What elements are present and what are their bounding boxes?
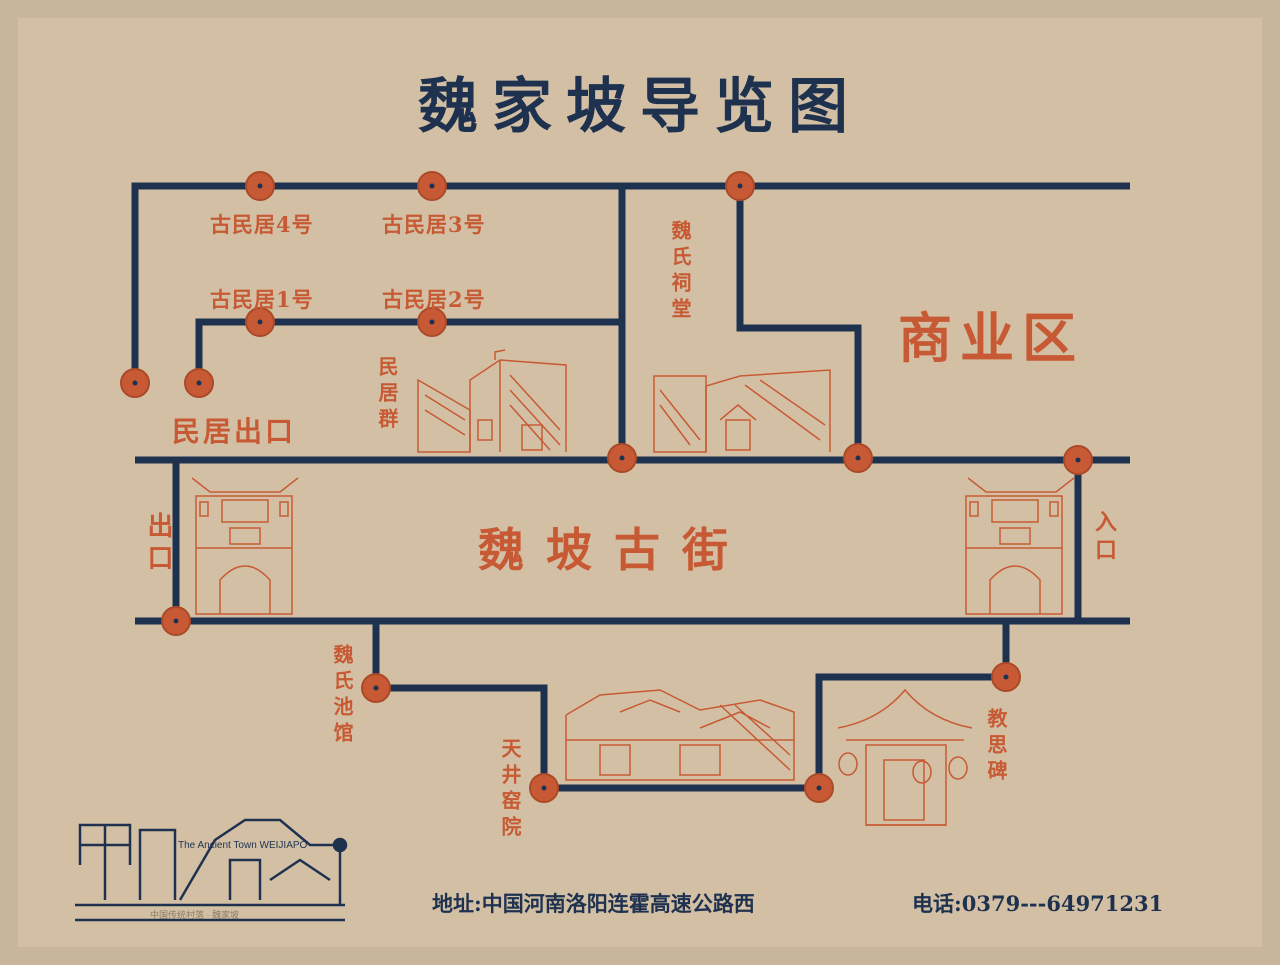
label-residence-exit: 民居出口 xyxy=(172,415,297,448)
label-exit: 出口 xyxy=(143,512,173,576)
road-inner xyxy=(195,318,622,383)
road-south-loop xyxy=(372,621,1010,792)
logo-artwork xyxy=(75,818,348,922)
label-commercial-zone: 商业区 xyxy=(898,306,1084,370)
label-house3: 古民居3号 xyxy=(382,212,486,237)
stele-pavilion-illustration xyxy=(837,688,973,826)
page-title: 魏家坡导览图 xyxy=(418,72,862,142)
label-house1: 古民居1号 xyxy=(210,287,314,312)
label-ancestral-hall: 魏氏祠堂 xyxy=(668,220,692,324)
phone-text: 电话:0379---64971231 xyxy=(912,891,1164,916)
ancestral-hall-illustration xyxy=(653,369,831,453)
cave-courtyard-illustration xyxy=(565,689,795,781)
road-top xyxy=(131,182,1130,383)
label-cave-courtyard: 天井窑院 xyxy=(498,738,522,842)
address-text: 地址:中国河南洛阳连霍高速公路西 xyxy=(432,891,755,916)
east-gate-illustration xyxy=(965,477,1075,615)
label-entrance: 入口 xyxy=(1091,510,1117,566)
residences-illustration xyxy=(417,349,567,453)
logo-subtitle: 中国传统村落 · 魏家坡 xyxy=(150,910,239,920)
logo-text: The Ancient Town WEIJIAPO xyxy=(178,840,308,851)
label-pond-hall: 魏氏池馆 xyxy=(330,644,354,748)
west-gate-illustration xyxy=(191,477,299,615)
label-house2: 古民居2号 xyxy=(382,287,486,312)
label-house4: 古民居4号 xyxy=(210,212,314,237)
map-board xyxy=(18,18,1262,947)
label-stele: 教思碑 xyxy=(984,708,1008,786)
road-commercial xyxy=(736,186,862,458)
label-residences-group: 民居群 xyxy=(375,356,399,434)
label-ancient-street: 魏坡古街 xyxy=(478,523,750,577)
